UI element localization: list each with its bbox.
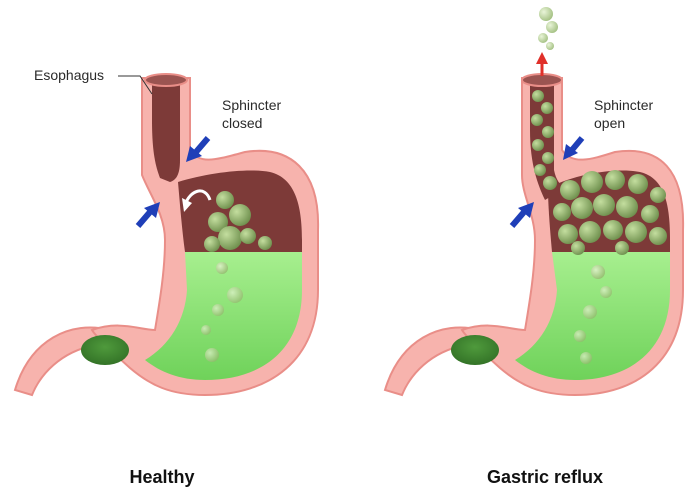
reflux-bubbles-esophagus <box>531 90 557 190</box>
pylorus <box>81 335 129 365</box>
reflux-bubbles-stomach <box>553 170 667 364</box>
blue-arrow-upper-reflux <box>563 136 585 160</box>
red-reflux-arrow <box>536 52 548 76</box>
reflux-stomach: Sphincter open Gastric reflux <box>383 7 685 487</box>
healthy-stomach: Esophagus Sphincter closed Healthy <box>13 67 320 487</box>
gastric-acid <box>145 252 302 380</box>
blue-arrow-lower-reflux <box>509 202 534 228</box>
esophagus-lumen <box>152 82 180 182</box>
gas-bubbles <box>201 191 272 362</box>
esophagus-leader <box>118 75 153 95</box>
esophagus-label: Esophagus <box>34 67 104 83</box>
sphincter-closed-label-2: closed <box>222 115 262 131</box>
caption-reflux: Gastric reflux <box>487 467 603 487</box>
pylorus-reflux <box>451 335 499 365</box>
sphincter-closed-label-1: Sphincter <box>222 97 281 113</box>
blue-arrow-lower <box>135 202 160 228</box>
escaping-bubbles <box>538 7 558 50</box>
sphincter-open-label-1: Sphincter <box>594 97 653 113</box>
sphincter-open-label-2: open <box>594 115 625 131</box>
caption-healthy: Healthy <box>129 467 194 487</box>
blue-arrow-upper <box>186 136 211 162</box>
